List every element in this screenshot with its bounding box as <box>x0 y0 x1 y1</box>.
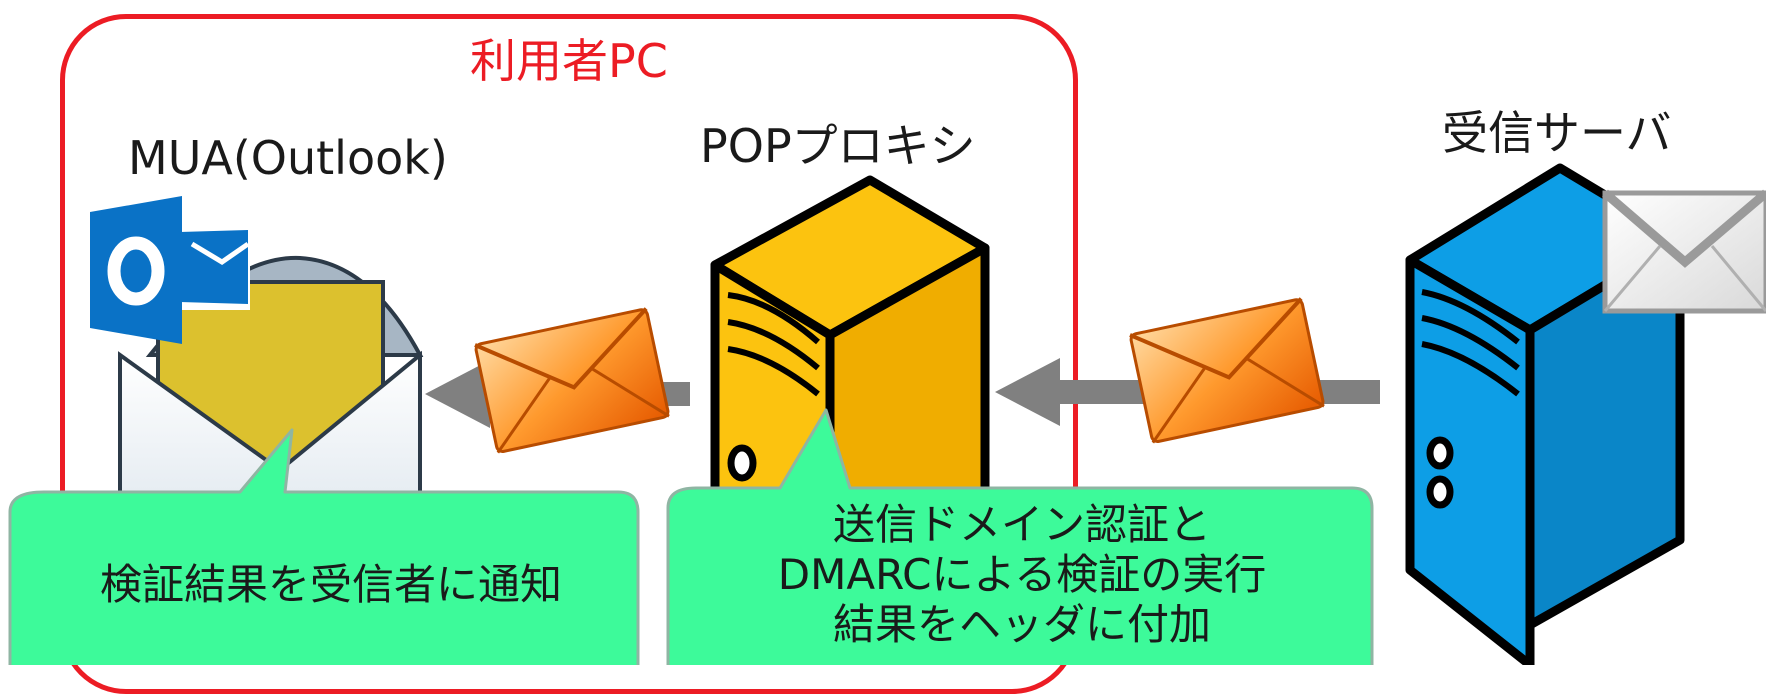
proxy-callout-bubble <box>666 408 1374 665</box>
mua-callout-text: 検証結果を受信者に通知 <box>22 560 640 610</box>
receive-server-label: 受信サーバ <box>1442 106 1672 160</box>
proxy-callout-line: 送信ドメイン認証と <box>832 500 1211 549</box>
pop-proxy-label: POPプロキシ <box>700 119 976 173</box>
outlook-logo-icon <box>90 196 250 344</box>
email-envelope-icon <box>474 307 670 454</box>
proxy-callout-text: 送信ドメイン認証と DMARCによる検証の実行 結果をヘッダに付加 <box>672 500 1372 650</box>
proxy-callout-line: 結果をヘッダに付加 <box>832 600 1211 649</box>
received-mail-envelope-icon <box>1602 189 1766 314</box>
mua-callout-bubble <box>8 428 640 665</box>
mua-label: MUA(Outlook) <box>128 131 448 185</box>
proxy-callout-line: DMARCによる検証の実行 <box>777 550 1267 599</box>
email-envelope-icon <box>1129 297 1325 444</box>
mua-callout-line: 検証結果を受信者に通知 <box>99 560 562 609</box>
user-pc-label: 利用者PC <box>470 34 668 88</box>
diagram-canvas <box>8 163 1766 665</box>
